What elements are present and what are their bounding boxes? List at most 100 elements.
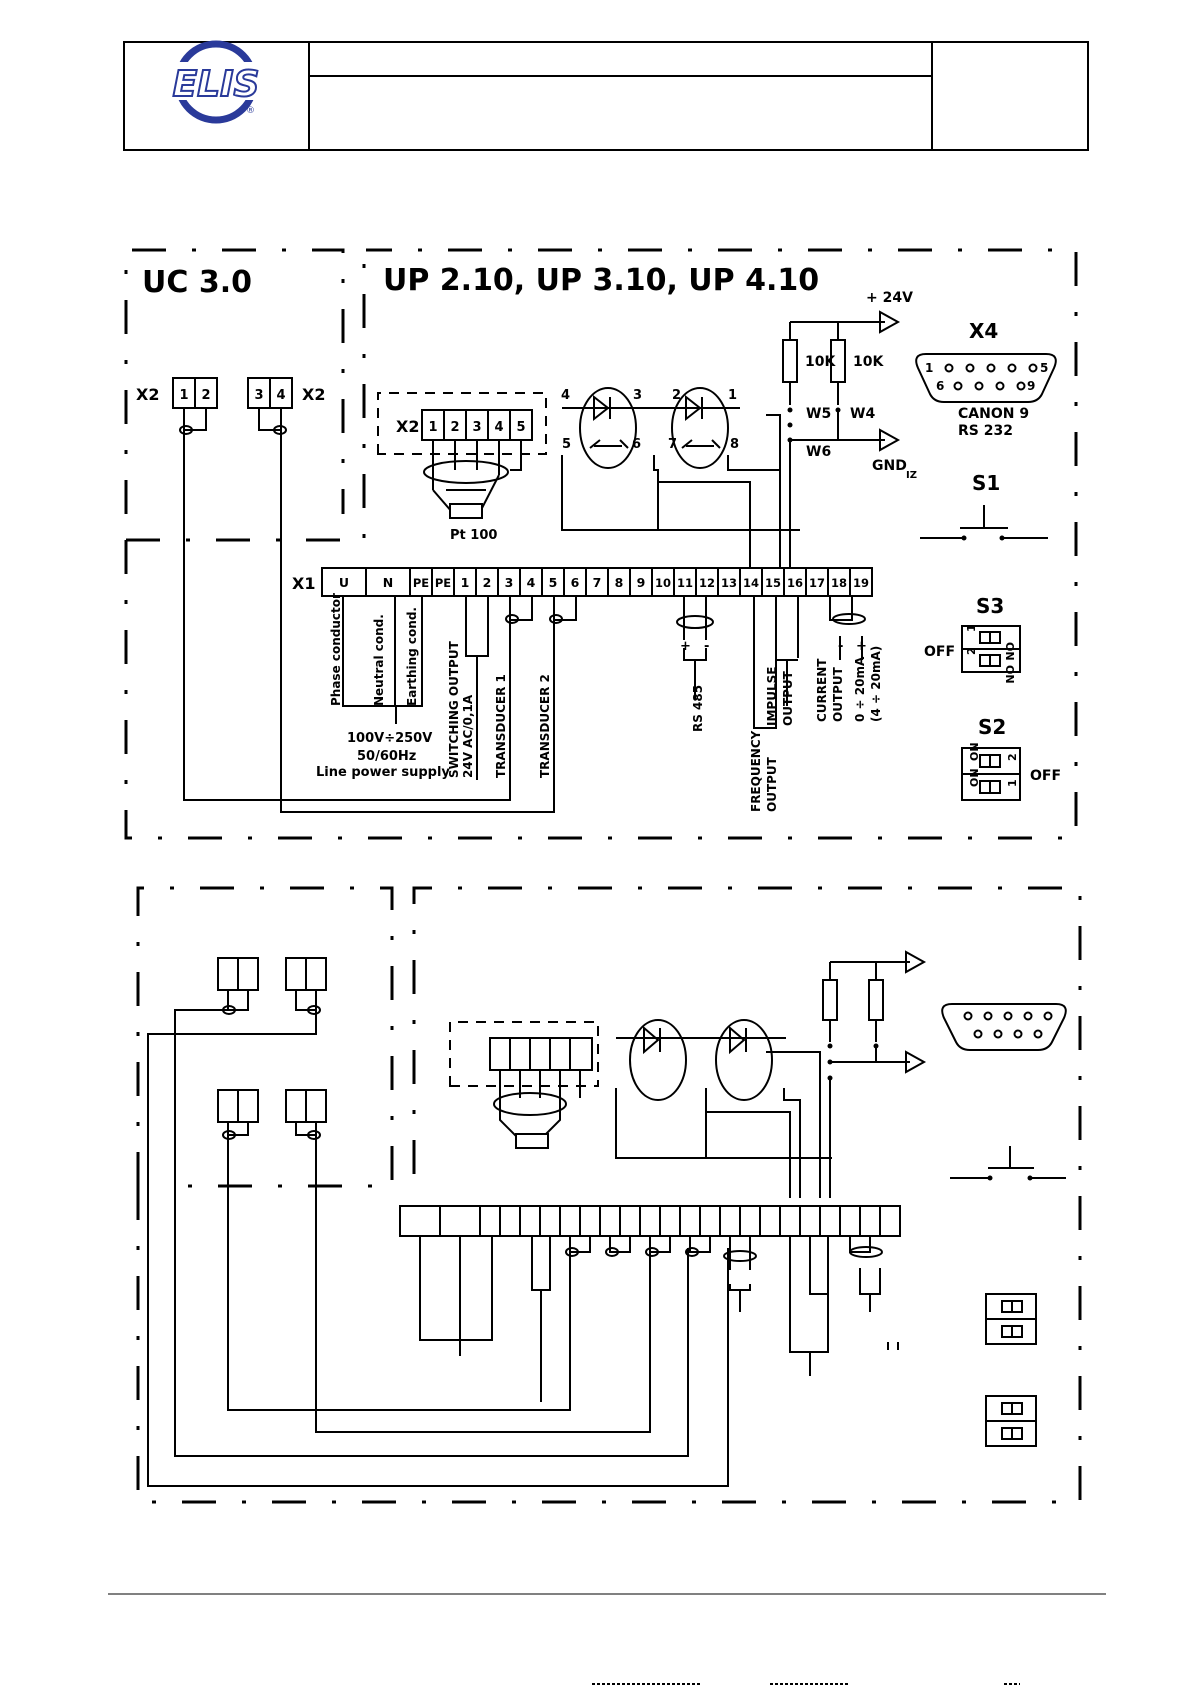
gnd-subscript: IZ	[906, 470, 917, 481]
jumper-w4: W4	[850, 406, 875, 422]
label-transducer-2: TRANSDUCER 2	[538, 674, 552, 778]
x1-terminal-14: 14	[743, 576, 759, 590]
blank-terminal-cell	[519, 1205, 541, 1237]
x1-vertical-labels: Phase conductor Neutral cond. Earthing c…	[316, 593, 883, 812]
canon-pin-5: 5	[1040, 361, 1048, 375]
opto1-pin-5: 5	[562, 437, 571, 452]
blank-terminal-cell	[819, 1205, 841, 1237]
x1-connections: - + + -	[342, 596, 867, 780]
x1-terminal-u: U	[339, 575, 349, 590]
up-frame	[124, 248, 1078, 840]
rs485-plus: +	[680, 639, 691, 654]
uc-frame	[124, 248, 366, 542]
x1-terminal-10: 10	[655, 576, 671, 590]
label-current-range-alt: (4 ÷ 20mA)	[869, 646, 883, 722]
blank-terminal-cell	[739, 1205, 761, 1237]
s2-off-label: OFF	[1030, 768, 1061, 784]
x2-pt100-block: X2 1 2 3 4 5 Pt 100	[377, 392, 547, 543]
x1-terminal-11: 11	[677, 576, 693, 590]
x2-block-label: X2	[396, 417, 419, 436]
blank-terminal-cell	[479, 1205, 501, 1237]
pt100-label: Pt 100	[450, 528, 497, 543]
blank-terminal-cell	[659, 1205, 681, 1237]
x2-term-4: 4	[494, 420, 503, 435]
label-frequency-output: OUTPUT	[765, 756, 779, 812]
uc-x2-label-right: X2	[302, 385, 325, 404]
x1-terminal-9: 9	[637, 575, 646, 590]
s2-dip-switch: S2 2 1 ON ON OFF	[961, 715, 1061, 801]
x1-terminal-7: 7	[593, 575, 602, 590]
x1-terminal-4: 4	[527, 575, 536, 590]
canon-pin-6: 6	[936, 379, 944, 393]
registered-mark: ®	[246, 106, 255, 116]
jumper-w5: W5	[806, 406, 831, 422]
x1-terminal-8: 8	[615, 575, 624, 590]
x1-terminal-pe: PE	[413, 576, 429, 590]
s3-on-2: ON	[1003, 665, 1016, 684]
blank-terminal-cell	[799, 1205, 821, 1237]
x1-terminal-5: 5	[549, 575, 558, 590]
opto1-pin-4: 4	[561, 388, 570, 403]
uc-wiring	[179, 408, 555, 813]
blank-terminal-cell	[499, 1205, 521, 1237]
optocoupler-1: 4 3 5 6	[561, 387, 740, 469]
x1-terminal-pe: PE	[435, 576, 451, 590]
optocoupler-2: 2 1 7 8	[668, 387, 739, 469]
blank-terminal-cell	[859, 1205, 881, 1237]
rs485-minus: -	[704, 639, 709, 654]
blank-terminal-cell	[579, 1205, 601, 1237]
blank-terminal-cell	[599, 1205, 621, 1237]
s3-off-label: OFF	[924, 644, 955, 660]
x1-terminal-12: 12	[699, 576, 715, 590]
x1-terminal-19: 19	[853, 576, 869, 590]
x1-terminal-n: N	[383, 575, 393, 590]
uc-x2-left: X2 1 2	[136, 377, 218, 409]
x4-canon-connector: X4 1 5 6 9 CANON 9 RS 232	[915, 319, 1057, 439]
x4-label: X4	[969, 319, 998, 343]
supply-line-power: Line power supply	[316, 765, 450, 780]
opto1-pin-3: 3	[633, 388, 642, 403]
s1-pushbutton: S1	[920, 471, 1048, 541]
blank-terminal-cell	[719, 1205, 741, 1237]
uc-x2-label-left: X2	[136, 385, 159, 404]
uc-title: UC 3.0	[142, 265, 252, 300]
current-minus: -	[838, 639, 843, 654]
label-switching-rating: 24V AC/0,1A	[461, 694, 475, 778]
up-title: UP 2.10, UP 3.10, UP 4.10	[383, 263, 819, 298]
x2-term-5: 5	[516, 420, 525, 435]
opto2-pin-7: 7	[668, 437, 677, 452]
s2-label: S2	[978, 715, 1006, 739]
supply-frequency: 50/60Hz	[357, 749, 416, 764]
s3-label: S3	[976, 594, 1004, 618]
x2-term-1: 1	[428, 420, 437, 435]
header-table	[123, 41, 1089, 151]
x1-terminal-18: 18	[831, 576, 847, 590]
x1-terminal-13: 13	[721, 576, 737, 590]
x1-terminal-17: 17	[809, 576, 825, 590]
rs232-label: RS 232	[958, 423, 1013, 439]
opto-wiring: + 24V 10K 10K W5 W4 W6 GND IZ	[561, 290, 917, 568]
canon-pin-9: 9	[1027, 379, 1035, 393]
gnd-label: GND	[872, 458, 907, 474]
blank-terminal-cell	[759, 1205, 781, 1237]
blank-terminal-cell	[699, 1205, 721, 1237]
current-plus: +	[856, 639, 867, 654]
blank-terminal-cell	[779, 1205, 801, 1237]
x2-term-2: 2	[450, 420, 459, 435]
blank-terminal-cell	[559, 1205, 581, 1237]
x1-terminal-1: 1	[461, 575, 470, 590]
x1-terminal-16: 16	[787, 576, 803, 590]
canon-pin-1: 1	[925, 361, 933, 375]
s3-on-1: ON	[1003, 642, 1016, 661]
label-switching-output: SWITCHING OUTPUT	[447, 640, 461, 778]
label-frequency: FREQUENCY	[749, 730, 763, 812]
label-impulse: IMPULSE	[765, 667, 779, 726]
s1-label: S1	[972, 471, 1000, 495]
label-phase: Phase conductor	[329, 593, 343, 706]
s3-num-1: 1	[965, 624, 978, 632]
opto2-pin-2: 2	[672, 388, 681, 403]
blank-terminal-cell	[839, 1205, 861, 1237]
x1-terminal-2: 2	[483, 575, 492, 590]
x1-terminal-cell	[849, 567, 873, 597]
